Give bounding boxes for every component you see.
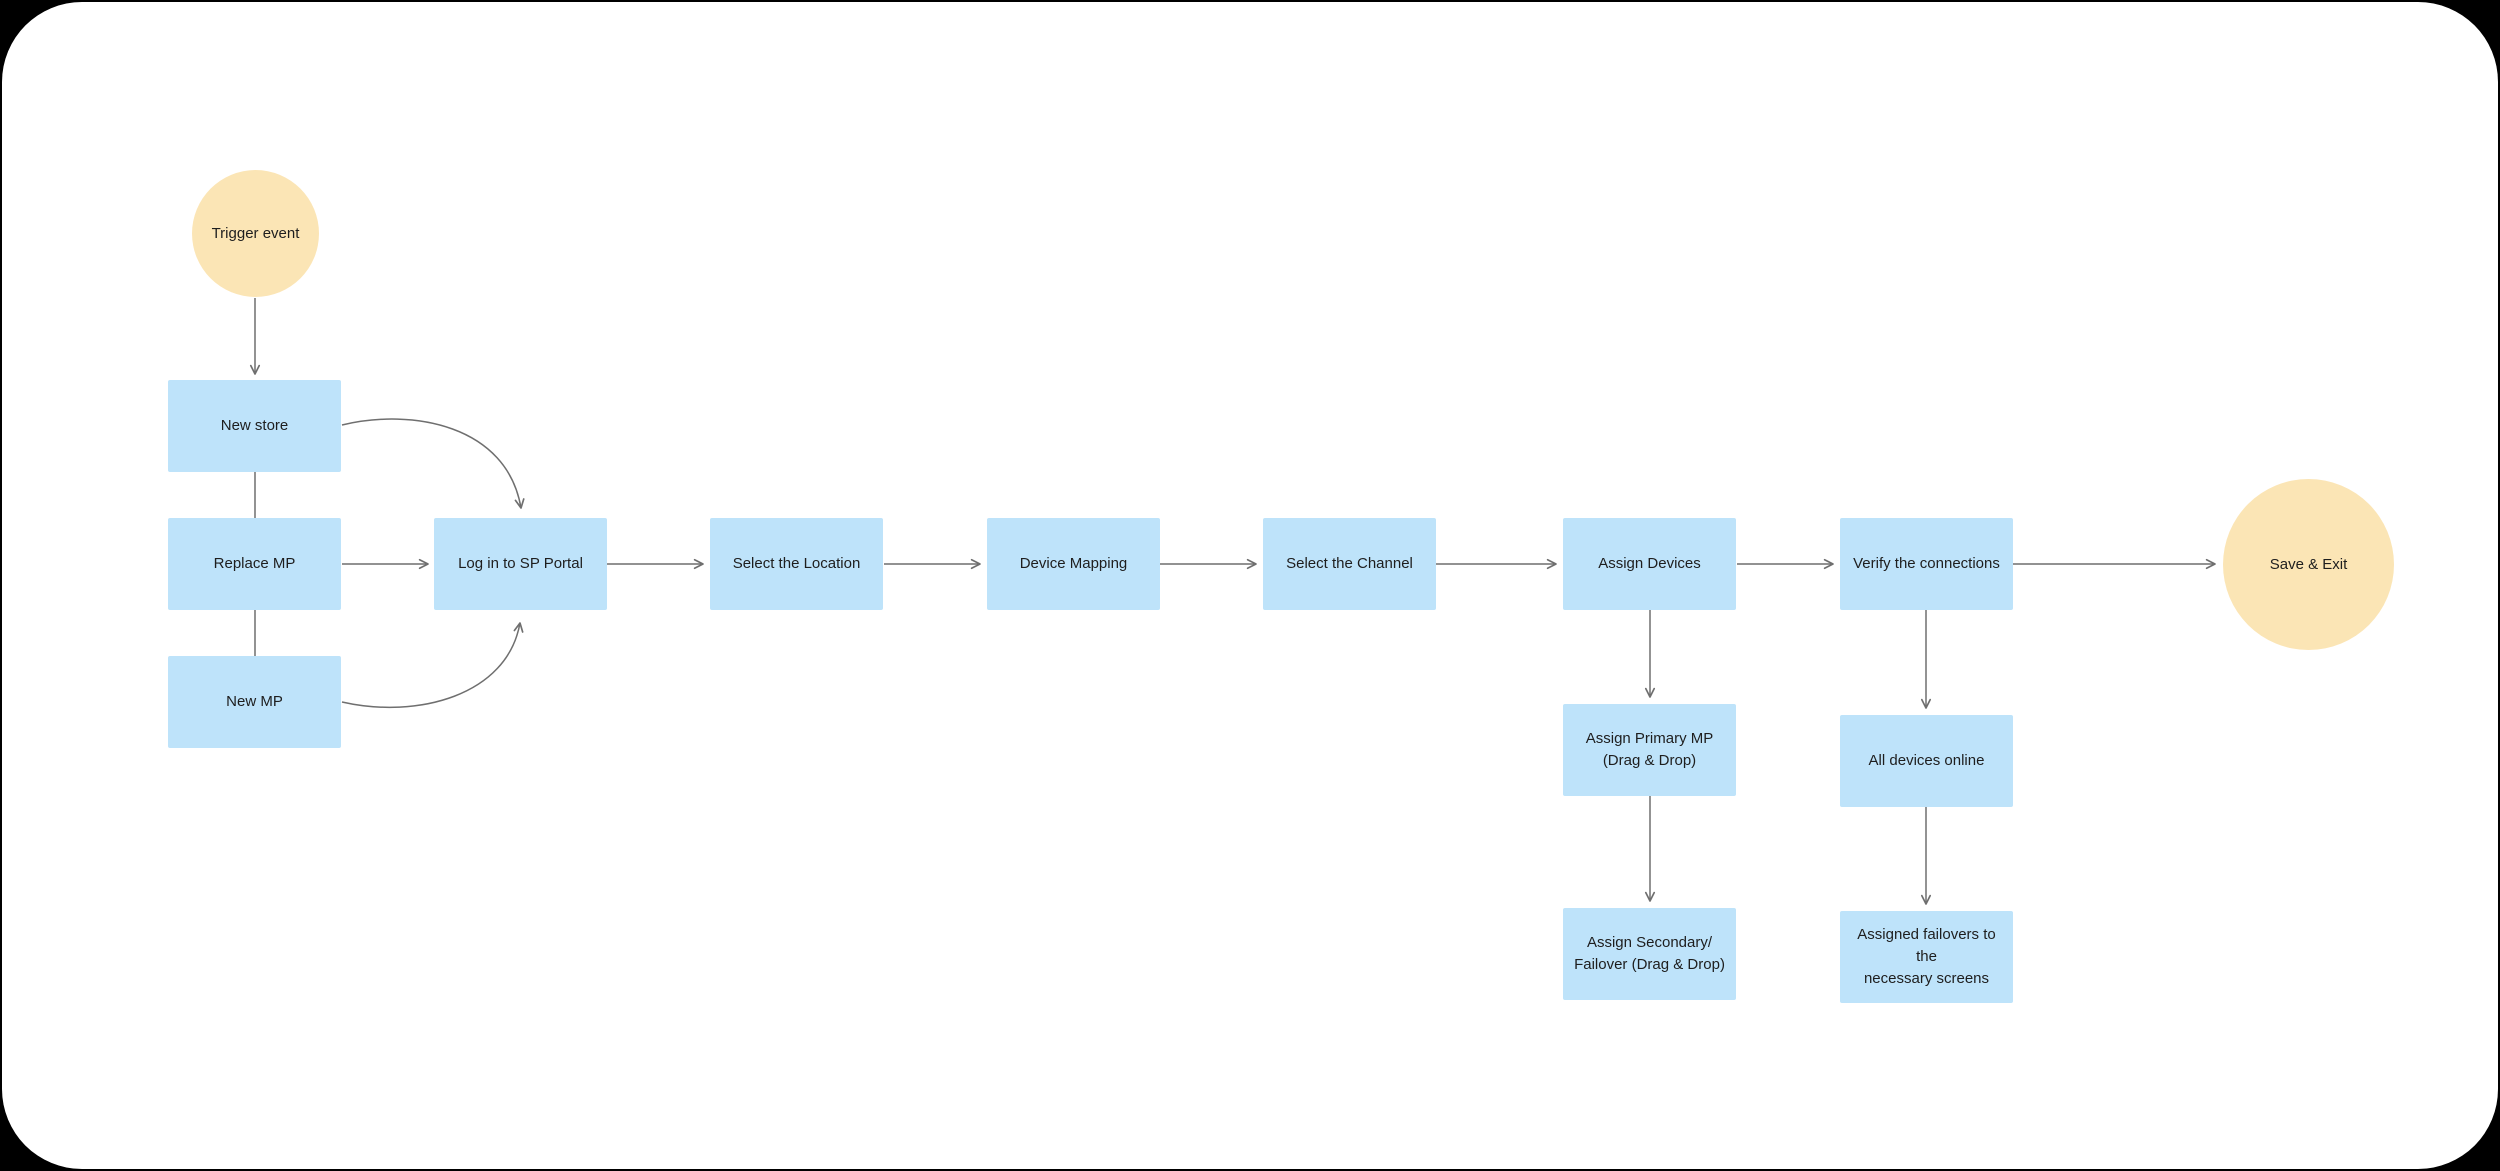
connector-new-store-to-login[interactable] bbox=[341, 418, 525, 509]
node-all-devices-online[interactable]: All devices online bbox=[1840, 715, 2013, 807]
node-label: All devices online bbox=[1868, 752, 1985, 769]
node-label: Replace MP bbox=[213, 555, 296, 572]
node-select-location[interactable]: Select the Location bbox=[710, 518, 883, 610]
node-device-mapping[interactable]: Device Mapping bbox=[987, 518, 1160, 610]
node-label: Assign Primary MP (Drag & Drop) bbox=[1585, 730, 1714, 769]
node-label: New store bbox=[220, 417, 289, 434]
node-label: Assign Devices bbox=[1598, 555, 1701, 572]
node-assigned-failovers[interactable]: Assigned failovers to the necessary scre… bbox=[1840, 911, 2013, 1003]
node-label: Device Mapping bbox=[1019, 555, 1128, 572]
node-login-sp-portal[interactable]: Log in to SP Portal bbox=[434, 518, 607, 610]
node-trigger-event[interactable]: Trigger event bbox=[192, 170, 319, 297]
node-assign-devices[interactable]: Assign Devices bbox=[1563, 518, 1736, 610]
node-label: Save & Exit bbox=[2269, 555, 2348, 573]
node-verify-connections[interactable]: Verify the connections bbox=[1840, 518, 2013, 610]
node-assign-secondary-failover[interactable]: Assign Secondary/ Failover (Drag & Drop) bbox=[1563, 908, 1736, 1000]
node-label: Select the Channel bbox=[1286, 555, 1413, 572]
node-label: Assign Secondary/ Failover (Drag & Drop) bbox=[1574, 934, 1725, 973]
node-label: Select the Location bbox=[732, 555, 861, 572]
connector-new-mp-to-login[interactable] bbox=[341, 622, 524, 709]
node-label: Verify the connections bbox=[1853, 555, 2000, 572]
node-label: Trigger event bbox=[211, 224, 300, 242]
node-new-mp[interactable]: New MP bbox=[168, 656, 341, 748]
node-new-store[interactable]: New store bbox=[168, 380, 341, 472]
node-label: New MP bbox=[226, 693, 283, 710]
node-replace-mp[interactable]: Replace MP bbox=[168, 518, 341, 610]
node-assign-primary-mp[interactable]: Assign Primary MP (Drag & Drop) bbox=[1563, 704, 1736, 796]
node-label: Assigned failovers to the necessary scre… bbox=[1857, 926, 1996, 987]
node-save-exit[interactable]: Save & Exit bbox=[2223, 479, 2394, 650]
node-label: Log in to SP Portal bbox=[458, 555, 583, 572]
node-select-channel[interactable]: Select the Channel bbox=[1263, 518, 1436, 610]
